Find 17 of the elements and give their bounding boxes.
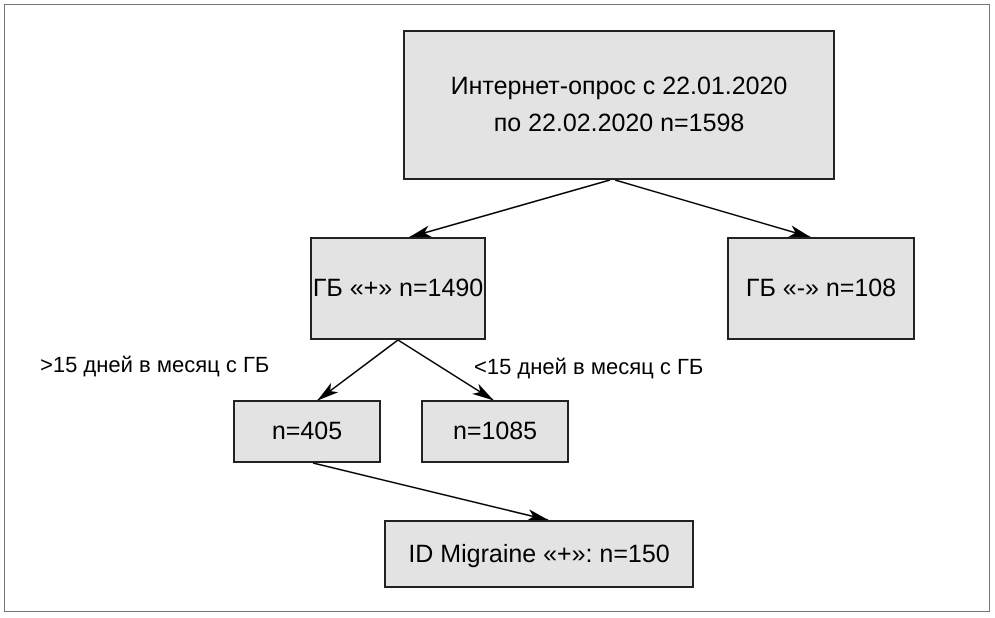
box-text: ГБ «-» n=108 <box>746 273 896 304</box>
process-box <box>310 237 486 340</box>
process-box <box>403 30 835 180</box>
process-box <box>421 400 569 463</box>
arrow <box>409 179 610 238</box>
arrow <box>317 339 398 401</box>
arrow <box>614 179 811 238</box>
box-text: n=405 <box>272 416 342 447</box>
arrow <box>398 339 494 401</box>
box-text: Интернет-опрос с 22.01.2020 по 22.02.2020 n=1598 <box>450 71 788 139</box>
process-box <box>233 400 381 463</box>
process-box <box>384 520 694 588</box>
box-text: ID Migraine «+»: n=150 <box>408 538 670 570</box>
box-text: ГБ «+» n=1490 <box>312 273 484 304</box>
process-box <box>727 237 915 340</box>
box-text: n=1085 <box>452 416 538 447</box>
arrow <box>312 462 549 521</box>
